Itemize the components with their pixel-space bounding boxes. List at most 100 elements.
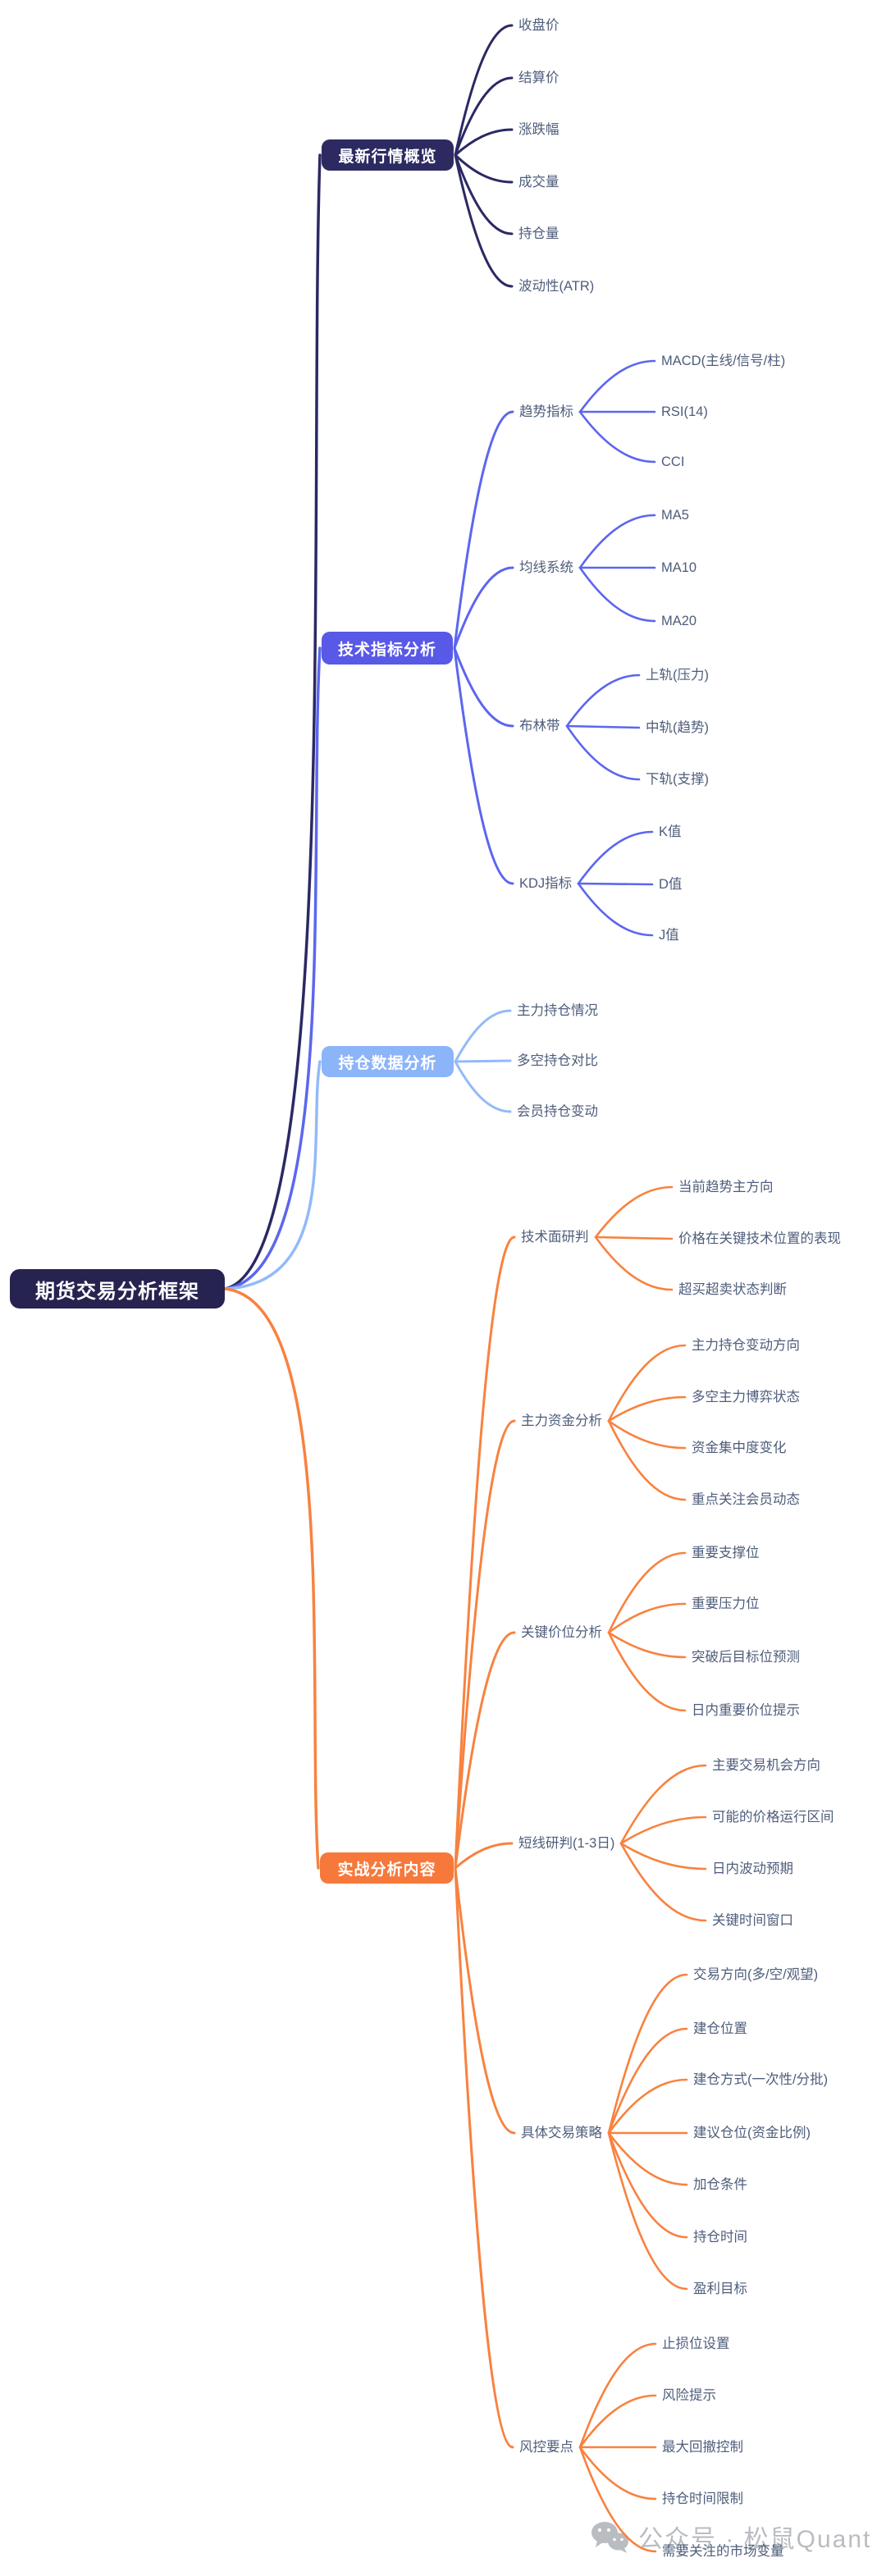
leaf-topic[interactable]: 建议仓位(资金比例) — [693, 2126, 811, 2140]
branch-node[interactable]: 技术指标分析 — [322, 632, 453, 665]
sub-topic[interactable]: 均线系统 — [519, 560, 573, 575]
leaf-topic[interactable]: MACD(主线/信号/柱) — [661, 354, 786, 368]
sub-topic[interactable]: KDJ指标 — [519, 876, 573, 891]
leaf-topic[interactable]: 风险提示 — [662, 2388, 716, 2403]
branch-node[interactable]: 持仓数据分析 — [322, 1046, 454, 1077]
leaf-topic[interactable]: 重要压力位 — [692, 1596, 760, 1611]
leaf-topic[interactable]: 波动性(ATR) — [518, 279, 595, 294]
connector-line — [454, 76, 514, 157]
leaf-topic[interactable]: 日内波动预期 — [712, 1861, 793, 1876]
connector-line — [453, 646, 514, 885]
connector-line — [223, 646, 322, 1290]
leaf-topic[interactable]: 上轨(压力) — [646, 668, 709, 683]
leaf-topic[interactable]: 止损位设置 — [662, 2336, 730, 2351]
wechat-icon — [591, 2522, 628, 2553]
connector-line — [619, 1842, 707, 1922]
leaf-topic[interactable]: 重点关注会员动态 — [692, 1492, 800, 1507]
leaf-topic[interactable]: 建仓位置 — [693, 2021, 747, 2036]
root-node[interactable]: 期货交易分析框架 — [10, 1269, 225, 1309]
connector-line — [594, 1235, 674, 1240]
connector-line — [578, 514, 656, 569]
connector-line — [578, 2342, 657, 2449]
leaf-topic[interactable]: 主要交易机会方向 — [712, 1758, 820, 1773]
connector-line — [453, 646, 514, 728]
leaf-topic[interactable]: 最大回撤控制 — [662, 2440, 743, 2455]
leaf-topic[interactable]: MA5 — [661, 508, 689, 523]
leaf-topic[interactable]: 需要关注的市场变量 — [662, 2544, 784, 2559]
leaf-topic[interactable]: 盈利目标 — [693, 2281, 747, 2296]
connector-line — [578, 2446, 657, 2553]
connector-line — [607, 1419, 687, 1501]
connector-line — [607, 1551, 687, 1634]
leaf-topic[interactable]: 收盘价 — [518, 18, 559, 33]
connector-line — [454, 24, 514, 157]
connector-line — [607, 1419, 687, 1450]
sub-topic[interactable]: 关键价位分析 — [521, 1625, 602, 1640]
branch-node[interactable]: 实战分析内容 — [320, 1852, 454, 1884]
connector-line — [578, 2446, 657, 2501]
leaf-topic[interactable]: 成交量 — [518, 175, 559, 190]
branch-node[interactable]: 最新行情概览 — [322, 139, 454, 171]
leaf-topic[interactable]: 超买超卖状态判断 — [678, 1282, 787, 1297]
leaf-topic[interactable]: 关键时间窗口 — [712, 1913, 793, 1928]
leaf-topic[interactable]: 多空主力博弈状态 — [692, 1390, 800, 1404]
sub-topic[interactable]: 技术面研判 — [521, 1230, 589, 1245]
connector-line — [454, 1866, 516, 2135]
leaf-topic[interactable]: 持仓时间限制 — [662, 2492, 743, 2506]
connector-line — [565, 724, 641, 781]
connector-line — [619, 1816, 707, 1845]
connector-line — [619, 1764, 707, 1845]
connector-line — [607, 1631, 687, 1712]
leaf-topic[interactable]: 当前趋势主方向 — [678, 1180, 774, 1194]
leaf-topic[interactable]: 涨跌幅 — [518, 122, 559, 137]
leaf-topic[interactable]: D值 — [659, 877, 683, 892]
leaf-topic[interactable]: RSI(14) — [661, 404, 708, 419]
sub-topic[interactable]: 短线研判(1-3日) — [518, 1836, 615, 1851]
connector-line — [454, 1631, 516, 1870]
leaf-topic[interactable]: 主力持仓情况 — [517, 1003, 598, 1018]
leaf-topic[interactable]: 多空持仓对比 — [517, 1053, 598, 1068]
sub-topic[interactable]: 风控要点 — [519, 2440, 573, 2455]
connector-line — [454, 1235, 516, 1870]
sub-topic[interactable]: 主力资金分析 — [521, 1414, 602, 1428]
leaf-topic[interactable]: MA20 — [661, 614, 697, 628]
leaf-topic[interactable]: J值 — [659, 928, 679, 943]
leaf-topic[interactable]: 突破后目标位预测 — [692, 1650, 800, 1665]
connector-line — [607, 1395, 687, 1423]
connector-line — [578, 2394, 657, 2449]
leaf-topic[interactable]: 价格在关键技术位置的表现 — [678, 1231, 841, 1246]
connector-line — [577, 882, 654, 937]
connector-line — [565, 724, 641, 729]
leaf-topic[interactable]: 加仓条件 — [693, 2177, 747, 2192]
sub-topic[interactable]: 趋势指标 — [519, 404, 573, 419]
leaf-topic[interactable]: CCI — [661, 454, 685, 469]
connector-line — [454, 153, 514, 184]
sub-topic[interactable]: 布林带 — [519, 719, 560, 733]
leaf-topic[interactable]: 持仓时间 — [693, 2230, 747, 2245]
leaf-topic[interactable]: 重要支撑位 — [692, 1546, 760, 1560]
leaf-topic[interactable]: 中轨(趋势) — [646, 720, 709, 735]
leaf-topic[interactable]: K值 — [659, 824, 682, 839]
leaf-topic[interactable]: 可能的价格运行区间 — [712, 1810, 834, 1825]
leaf-topic[interactable]: 会员持仓变动 — [517, 1104, 598, 1119]
connector-line — [454, 1009, 512, 1063]
sub-topic[interactable]: 具体交易策略 — [521, 2126, 602, 2140]
connector-line — [607, 2131, 688, 2239]
watermark: 公众号 · 松鼠Quant — [591, 2519, 871, 2555]
connector-line — [223, 1287, 320, 1870]
connector-line — [454, 153, 514, 235]
leaf-topic[interactable]: 建仓方式(一次性/分批) — [693, 2072, 829, 2087]
leaf-topic[interactable]: 持仓量 — [518, 226, 559, 241]
connector-line — [619, 1842, 707, 1870]
connector-line — [454, 1866, 514, 2449]
connector-line — [223, 1060, 322, 1290]
leaf-topic[interactable]: 下轨(支撑) — [646, 772, 709, 787]
leaf-topic[interactable]: 主力持仓变动方向 — [692, 1338, 800, 1353]
leaf-topic[interactable]: MA10 — [661, 560, 697, 575]
leaf-topic[interactable]: 结算价 — [518, 71, 559, 85]
leaf-topic[interactable]: 交易方向(多/空/观望) — [693, 1967, 819, 1982]
leaf-topic[interactable]: 日内重要价位提示 — [692, 1703, 800, 1718]
leaf-topic[interactable]: 资金集中度变化 — [692, 1441, 787, 1455]
